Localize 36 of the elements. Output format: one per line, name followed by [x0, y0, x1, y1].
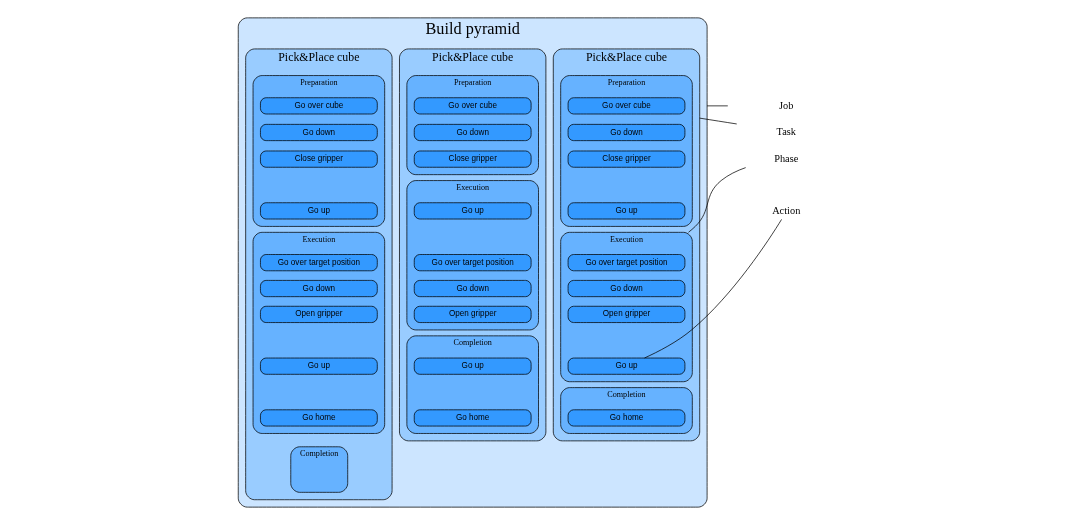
- node-box: Close gripper: [260, 150, 378, 168]
- node-box: Go over target position: [567, 253, 686, 271]
- node-box: Go up: [567, 357, 686, 375]
- node-box: Go down: [567, 279, 686, 297]
- node-box: Go over target position: [260, 253, 378, 271]
- connector: [706, 105, 729, 106]
- node-box: Go home: [567, 408, 686, 426]
- node-box: Close gripper: [413, 150, 532, 168]
- node-text: Action: [772, 204, 801, 216]
- node-box: Open gripper: [413, 305, 532, 323]
- node-text: Phase: [774, 152, 799, 164]
- node-box: Go down: [260, 123, 378, 141]
- node-box: Go up: [413, 357, 532, 375]
- node-box: Go down: [413, 279, 532, 297]
- node-box: Completion: [290, 445, 349, 493]
- connector: [688, 166, 747, 233]
- node-box: Go home: [260, 408, 378, 426]
- node-box: Go up: [413, 201, 532, 219]
- node-box: Go up: [260, 201, 378, 219]
- connector: [699, 117, 738, 124]
- connector: [644, 218, 782, 358]
- node-box: Go over target position: [413, 253, 532, 271]
- node-box: Go up: [567, 201, 686, 219]
- node-box: Go up: [260, 357, 378, 375]
- node-box: Go home: [413, 408, 532, 426]
- node-box: Go over cube: [567, 96, 686, 114]
- node-text: Job: [779, 99, 794, 111]
- node-box: Go down: [413, 123, 532, 141]
- node-box: Go over cube: [413, 96, 532, 114]
- node-box: Go down: [567, 123, 686, 141]
- node-box: Close gripper: [567, 150, 686, 168]
- node-box: Go over cube: [260, 96, 378, 114]
- node-box: Open gripper: [260, 305, 378, 323]
- node-box: Go down: [260, 279, 378, 297]
- node-text: Task: [776, 125, 796, 137]
- node-box: Open gripper: [567, 305, 686, 323]
